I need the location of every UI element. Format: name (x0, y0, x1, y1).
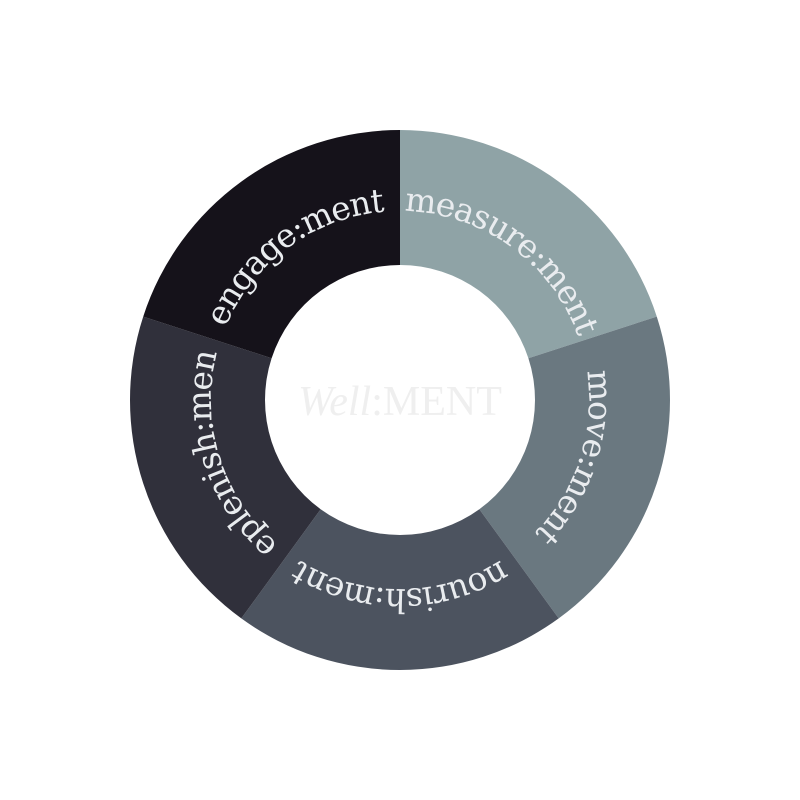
ring-segment (241, 509, 559, 670)
ring-segment (130, 316, 321, 619)
center-title-caps: MENT (383, 379, 502, 425)
ring-segment (400, 130, 657, 359)
ring-segment (143, 130, 401, 359)
center-title-separator: : (371, 379, 383, 425)
segment-ring (130, 130, 671, 670)
center-title-italic: Well (298, 379, 371, 425)
ring-segment (479, 316, 671, 619)
center-title: Well:MENT (298, 379, 502, 425)
